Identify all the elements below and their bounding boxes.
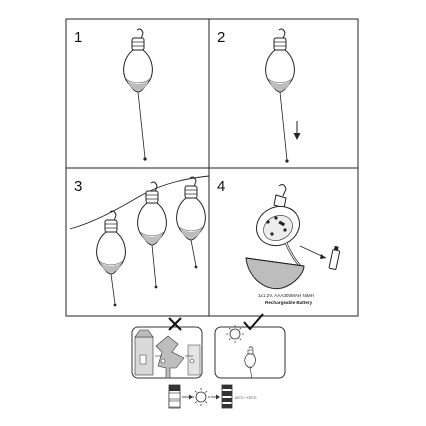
panel-1-number: 1: [74, 29, 82, 46]
arrow-down-icon: [293, 121, 301, 140]
arrow-right-icon-2: [211, 394, 220, 400]
panel-2-bulb: [265, 28, 295, 163]
battery-spec-label: 1x1,2V, AAA300MAH NiMH: [258, 293, 314, 298]
panel-1-bulb: [123, 28, 153, 161]
panel-3-number: 3: [74, 178, 82, 195]
panel-4-opened-bulb: [245, 184, 327, 290]
panel-4: [208, 167, 359, 317]
temperature-range: -20°C~+70°C: [234, 396, 257, 400]
panel-3-string-lights: [69, 175, 210, 307]
solar-sun-icon: [192, 388, 210, 406]
correct-placement-box: [214, 326, 286, 379]
wrong-placement-box: [131, 326, 203, 379]
panel-2-number: 2: [217, 29, 225, 46]
charging-battery-icon: [168, 384, 181, 409]
thermometer-icon: [221, 384, 233, 409]
panel-4-number: 4: [217, 178, 225, 195]
correct-check-icon: [243, 313, 264, 331]
battery-type-label: Rechargeable Battery: [265, 300, 313, 305]
sun-icon: [226, 325, 244, 343]
wrong-x-icon: [168, 317, 182, 331]
battery-icon: [328, 245, 341, 270]
arrow-right-icon: [182, 394, 193, 400]
